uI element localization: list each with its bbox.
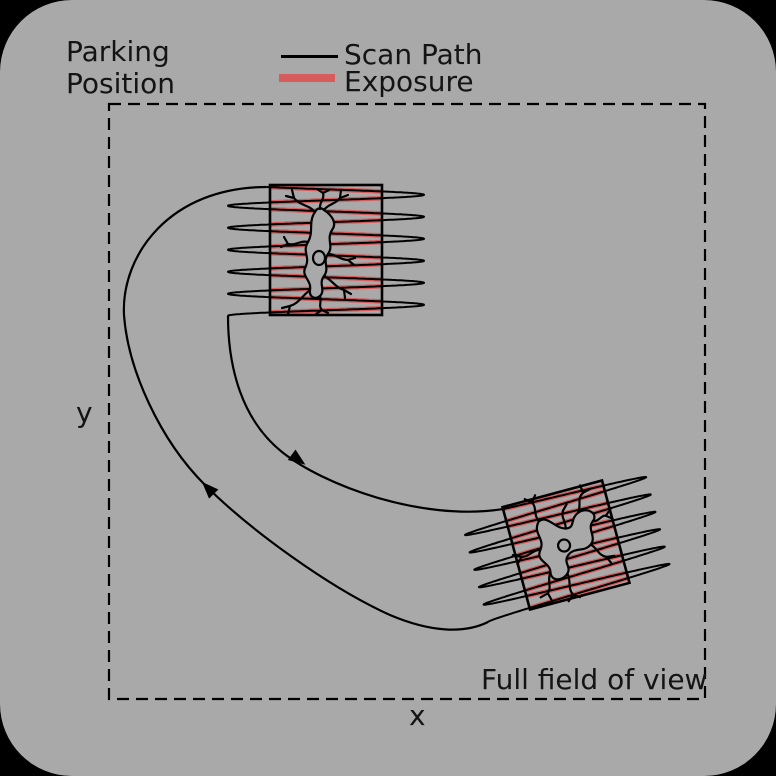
x-axis-label: x xyxy=(409,699,426,732)
roi-border xyxy=(268,183,384,317)
exposure-legend-band xyxy=(279,74,335,82)
scan-coil xyxy=(227,186,425,317)
exposure-legend-label: Exposure xyxy=(344,65,474,98)
full-field-of-view-label: Full field of view xyxy=(481,663,708,696)
scan-coil xyxy=(464,476,671,623)
neuron-drawing xyxy=(511,484,616,603)
direction-arrow xyxy=(201,481,219,499)
travel-path-to-second-roi xyxy=(226,315,504,513)
travel-path-return xyxy=(122,185,489,631)
parking-position-label: Parking Position xyxy=(66,35,176,100)
neuron-drawing xyxy=(279,187,357,316)
scan-path-legend-label: Scan Path xyxy=(344,38,483,71)
roi-border xyxy=(500,478,632,612)
full-field-of-view-outline xyxy=(107,102,707,701)
y-axis-label: y xyxy=(76,396,93,429)
scan-path-legend-line xyxy=(281,55,338,58)
direction-arrow xyxy=(287,449,306,465)
